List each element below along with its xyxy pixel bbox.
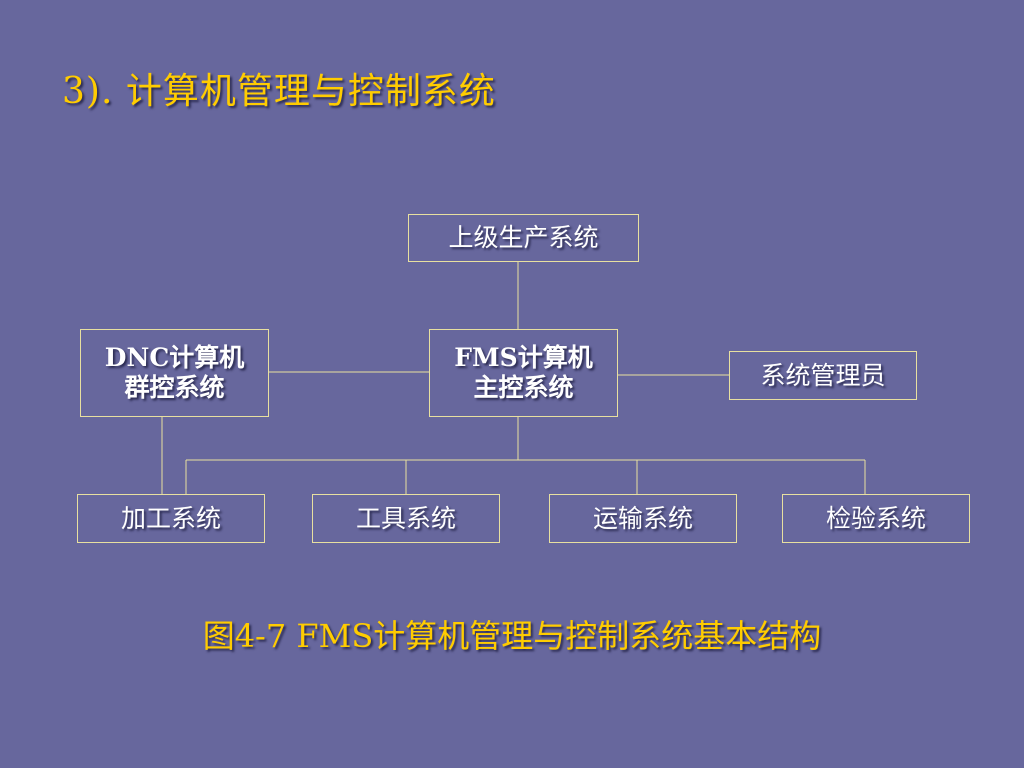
node-tooling-system: 工具系统 <box>312 494 500 543</box>
node-machining-system: 加工系统 <box>77 494 265 543</box>
node-dnc-group-control: DNC计算机 群控系统 <box>80 329 269 417</box>
node-transport-system: 运输系统 <box>549 494 737 543</box>
figure-caption: 图4-7 FMS计算机管理与控制系统基本结构 <box>202 617 822 655</box>
node-inspection-system: 检验系统 <box>782 494 970 543</box>
slide-title: 3). 计算机管理与控制系统 <box>62 71 496 112</box>
node-upper-production-system: 上级生产系统 <box>408 214 639 262</box>
node-fms-master-control: FMS计算机 主控系统 <box>429 329 618 417</box>
node-system-administrator: 系统管理员 <box>729 351 917 400</box>
